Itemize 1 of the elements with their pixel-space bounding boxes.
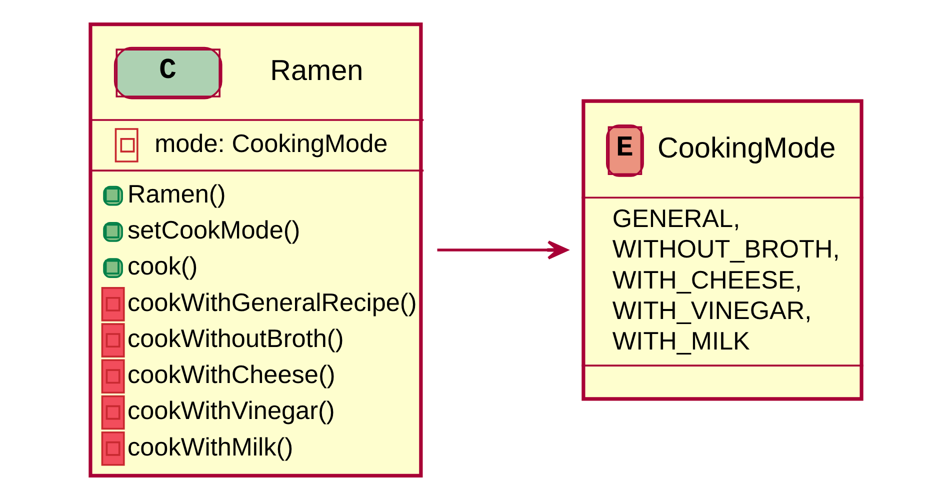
arrow: [437, 240, 568, 260]
